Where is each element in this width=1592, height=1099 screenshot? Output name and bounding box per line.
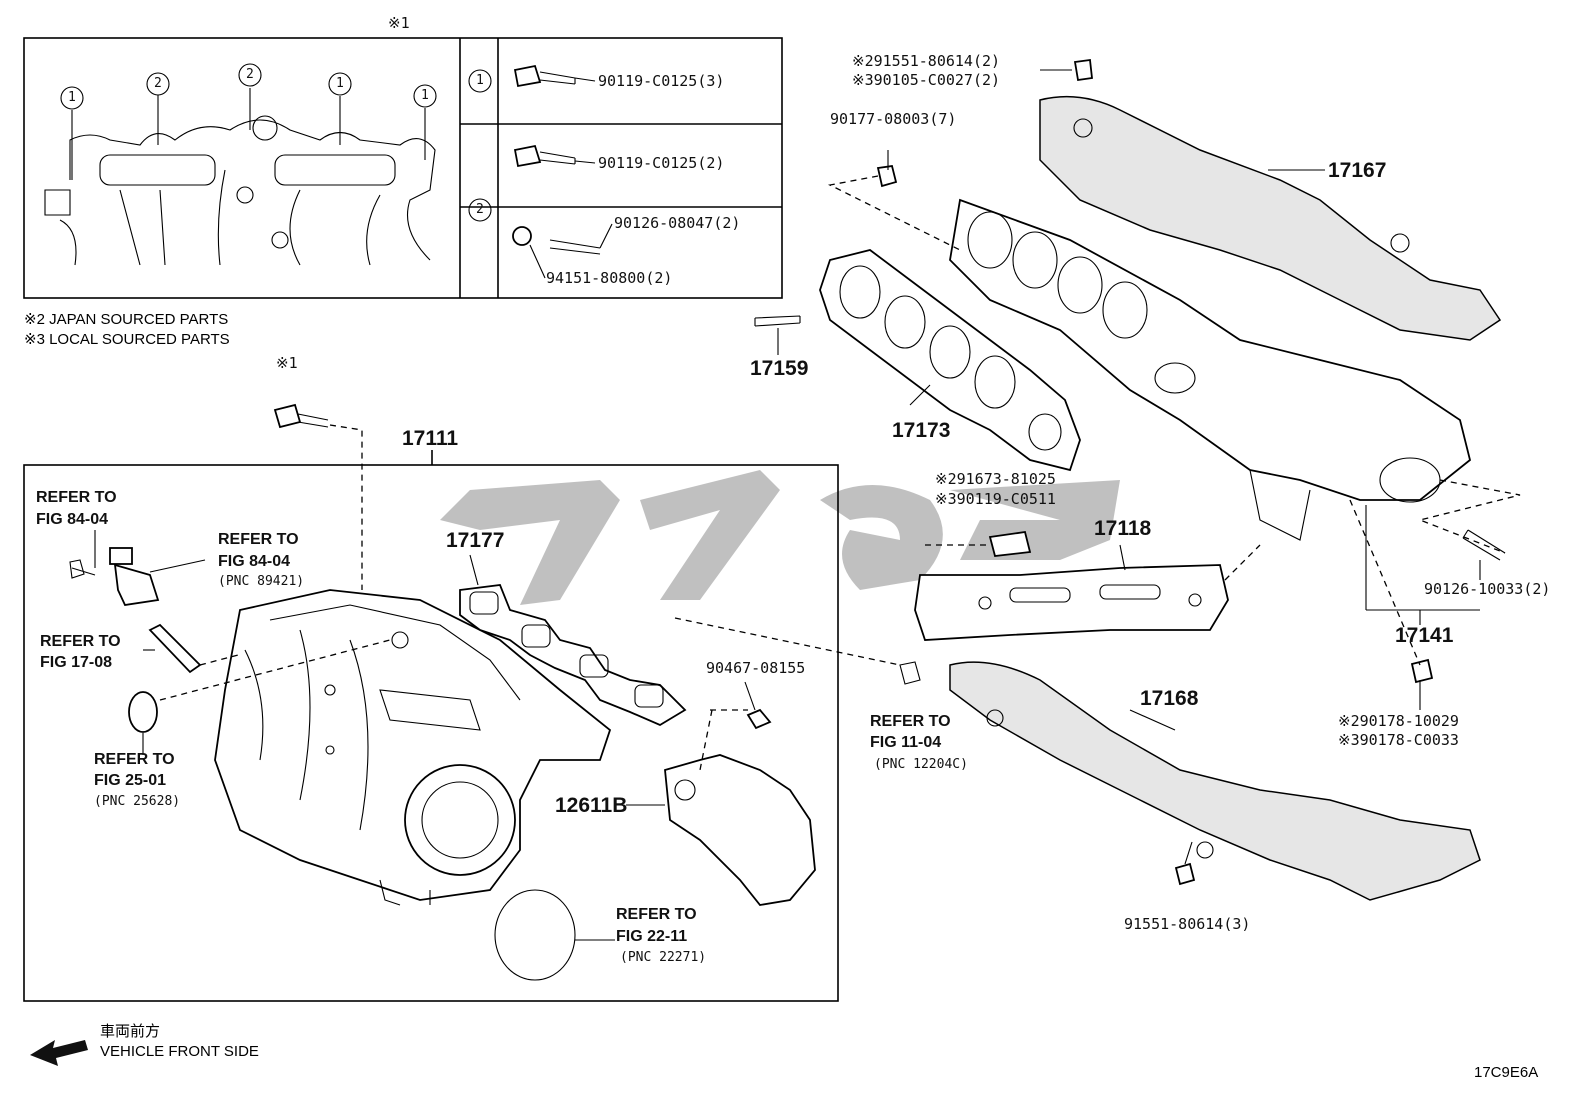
refer-84-04-b-line1: REFER TO	[218, 531, 299, 548]
watermark-logo	[440, 470, 1120, 605]
inset-circle-label: 1	[336, 76, 344, 91]
refer-17-08-line1: REFER TO	[40, 633, 121, 650]
part-90105-C0027: ※390105-C0027(2)	[852, 71, 1001, 89]
part-91551-80614-lower: 91551-80614(3)	[1124, 915, 1251, 933]
inset-circle-label: 1	[421, 88, 429, 103]
refer-22-11-line1: REFER TO	[616, 906, 697, 923]
part-90467-08155: 90467-08155	[706, 659, 806, 677]
inset-circle-label: 2	[246, 67, 254, 82]
inset-row3-circle: 2	[476, 202, 484, 217]
part-90177-08003: 90177-08003(7)	[830, 110, 957, 128]
footer-jp-front: 車両前方	[100, 1023, 161, 1040]
part-91551-80614-top: ※291551-80614(2)	[852, 52, 1001, 70]
refer-11-04-pnc: (PNC 12204C)	[874, 757, 968, 772]
exhaust-gasket-17173	[819, 249, 1081, 472]
refer-22-11-line2: FIG 22-11	[616, 928, 688, 945]
part-90126-08047: 90126-08047(2)	[614, 214, 741, 232]
note-japan-sourced: ※2 JAPAN SOURCED PARTS	[24, 311, 229, 328]
part-17173: 17173	[892, 419, 951, 442]
bolt-mark1	[273, 403, 329, 429]
inset-circle-label: 2	[154, 76, 162, 91]
refer-25-01-line1: REFER TO	[94, 751, 175, 768]
part-17159: 17159	[750, 357, 809, 380]
part-17141: 17141	[1395, 624, 1454, 647]
refer-25-01-line2: FIG 25-01	[94, 772, 167, 789]
exhaust-insulator-17167	[1039, 58, 1502, 341]
map-sensor	[69, 547, 202, 733]
refer-11-04-line2: FIG 11-04	[870, 734, 942, 751]
intake-gasket-17177	[459, 584, 687, 727]
part-12611B: 12611B	[555, 794, 628, 817]
stud-17159	[754, 315, 801, 327]
exhaust-insulator-17168	[949, 661, 1481, 901]
refer-84-04-b-pnc: (PNC 89421)	[218, 574, 305, 589]
front-direction-arrow-icon	[30, 1040, 88, 1066]
refer-22-11-pnc: (PNC 22271)	[620, 950, 707, 965]
exhaust-manifold-17141	[949, 198, 1472, 541]
nut-90177	[876, 164, 898, 188]
bolt-mark: ※1	[276, 354, 298, 372]
footer-vehicle-front: VEHICLE FRONT SIDE	[100, 1043, 259, 1060]
refer-84-04-a-line1: REFER TO	[36, 489, 117, 506]
part-17167: 17167	[1328, 159, 1387, 182]
inset-frame	[23, 37, 783, 299]
part-94151-80800: 94151-80800(2)	[546, 269, 673, 287]
part-90126-10033: 90126-10033(2)	[1424, 580, 1551, 598]
refer-84-04-a-line2: FIG 84-04	[36, 511, 109, 528]
part-17168: 17168	[1140, 687, 1199, 710]
part-91673-81025: ※291673-81025	[935, 470, 1056, 488]
note-local-sourced: ※3 LOCAL SOURCED PARTS	[24, 331, 230, 348]
inset-callout-circles	[60, 63, 492, 222]
refer-17-08-line2: FIG 17-08	[40, 654, 113, 671]
part-90119-C0125-3: 90119-C0125(3)	[598, 72, 725, 90]
stud-90126-10033	[1410, 529, 1506, 684]
part-17177: 17177	[446, 529, 505, 552]
intake-group-frame	[23, 450, 839, 1002]
assembly-dashed-lines	[159, 175, 1521, 771]
refer-25-01-pnc: (PNC 25628)	[94, 794, 181, 809]
intake-manifold-17111	[214, 589, 612, 906]
refer-11-04-line1: REFER TO	[870, 713, 951, 730]
part-17118: 17118	[1094, 517, 1152, 540]
part-90119-C0125-2: 90119-C0125(2)	[598, 154, 725, 172]
leader-lines	[94, 69, 1481, 941]
figure-code: 17C9E6A	[1474, 1064, 1539, 1081]
stay-17118	[914, 530, 1229, 641]
inset-row1-circle: 1	[476, 73, 484, 88]
part-17111: 17111	[402, 427, 459, 450]
part-90119-C0511: ※390119-C0511	[935, 490, 1056, 508]
bracket-12611B	[494, 661, 921, 981]
part-90178-10029: ※290178-10029	[1338, 712, 1459, 730]
inset-mark: ※1	[388, 14, 410, 32]
refer-84-04-b-line2: FIG 84-04	[218, 553, 291, 570]
inset-manifold-sketch	[44, 88, 436, 266]
inset-bolt-icons	[512, 64, 613, 279]
part-90178-C0033: ※390178-C0033	[1338, 731, 1459, 749]
inset-circle-label: 1	[68, 90, 76, 105]
